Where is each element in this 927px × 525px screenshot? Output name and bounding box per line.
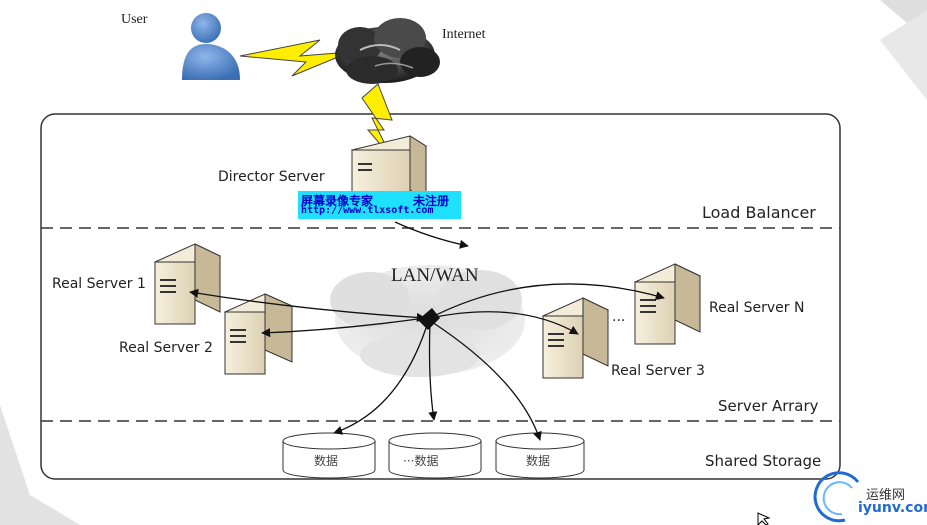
load-balancer-label: Load Balancer	[702, 203, 816, 222]
arrow-hub-to-rs3	[429, 311, 579, 335]
director-server-label: Director Server	[218, 169, 325, 185]
watermark-line-1b: 未注册	[413, 194, 450, 208]
watermark-url: http://www.tlxsoft.com	[301, 205, 434, 216]
database-2-icon	[388, 432, 482, 479]
server-array-label: Server Arrary	[718, 397, 819, 415]
database-3-icon	[495, 432, 585, 479]
corner-decoration-right	[880, 10, 927, 100]
logo-chinese-text: 运维网	[866, 488, 906, 503]
network-hub-icon	[418, 308, 440, 330]
internet-label: Internet	[442, 27, 486, 42]
arrow-hub-to-rsn	[429, 283, 665, 319]
arrow-director-to-lan	[394, 221, 469, 249]
user-label: User	[121, 12, 148, 27]
database-1-icon	[282, 432, 376, 479]
arrow-hub-to-db3	[431, 321, 542, 441]
real-server-n-label: Real Server N	[709, 300, 805, 316]
lightning-bolt-icon	[239, 39, 351, 77]
mouse-cursor-icon	[757, 512, 771, 525]
user-icon	[182, 13, 240, 80]
database-2-label: ···数据	[403, 454, 439, 468]
internet-cloud-icon	[335, 18, 440, 84]
watermark-banner: 屏幕录像专家 未注册 http://www.tlxsoft.com	[298, 191, 461, 219]
real-server-1-label: Real Server 1	[52, 276, 146, 292]
real-server-3-label: Real Server 3	[611, 363, 705, 379]
arrow-hub-to-rs1	[189, 288, 426, 323]
connection-arrows	[189, 221, 665, 441]
shared-storage-label: Shared Storage	[705, 452, 822, 470]
database-3-label: 数据	[526, 454, 551, 468]
database-1-label: 数据	[314, 454, 339, 468]
ellipsis-label: ...	[612, 309, 626, 325]
logo-english-text: iyunv.com	[858, 500, 927, 516]
real-server-2-label: Real Server 2	[119, 340, 213, 356]
arrow-hub-to-rs2	[261, 317, 426, 338]
arrow-hub-to-db2	[428, 321, 438, 421]
arrow-hub-to-db1	[333, 321, 429, 435]
corner-decoration-bottom-left	[0, 405, 80, 525]
iyunv-logo-icon	[813, 471, 860, 523]
lan-wan-label: LAN/WAN	[391, 265, 479, 286]
watermark-line-1: 屏幕录像专家	[301, 194, 374, 208]
